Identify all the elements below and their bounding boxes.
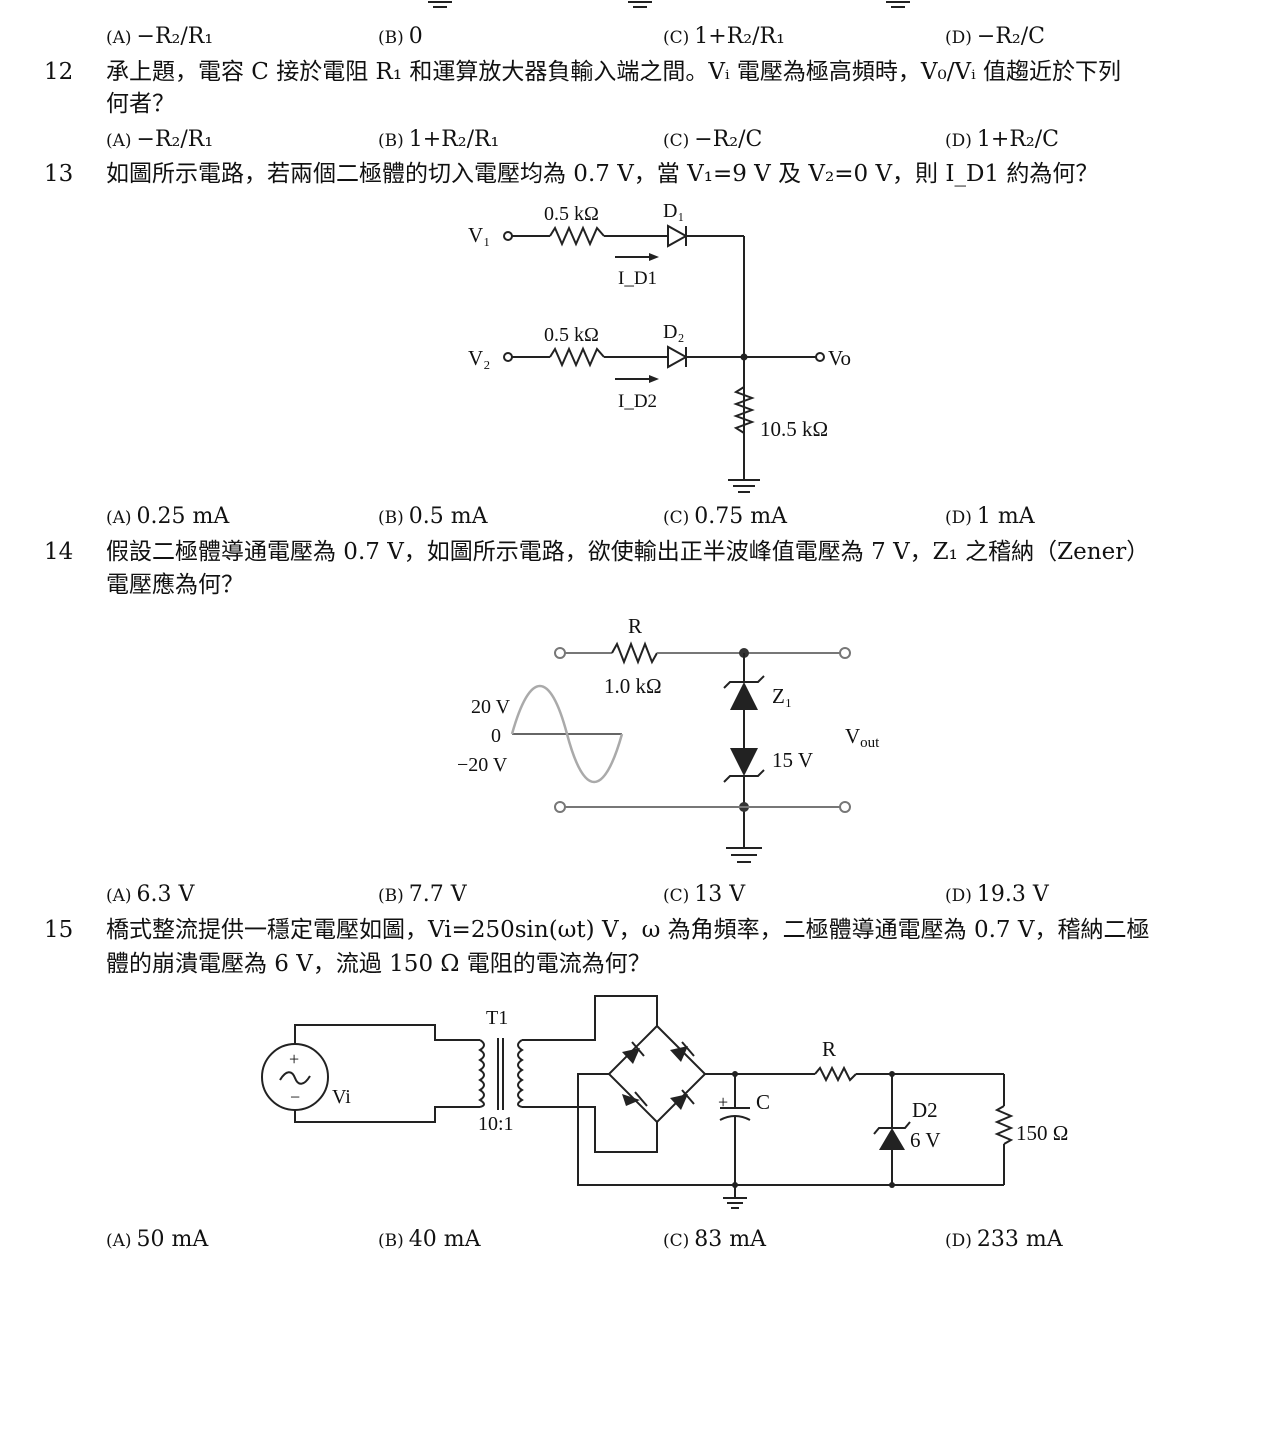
q13-d2-label: D₂	[663, 321, 684, 343]
q12-text-line2: 何者？	[106, 91, 175, 117]
q13-option-c[interactable]: (C)0.75 mA	[663, 504, 788, 529]
q14-number: 14	[44, 539, 74, 565]
q14-option-a[interactable]: (A)6.3 V	[106, 882, 195, 907]
q13-number: 13	[44, 161, 74, 187]
q14-zener-z1	[723, 675, 765, 710]
q15-cap-label: C	[756, 1090, 770, 1114]
q15-r-label: R	[822, 1037, 836, 1061]
q15-option-a[interactable]: (A)50 mA	[106, 1227, 209, 1252]
q15-load-label: 150 Ω	[1016, 1121, 1068, 1145]
q13-id2-label: I_D2	[618, 391, 657, 412]
q15-d2-value: 6 V	[910, 1128, 941, 1152]
q14-amp-pos: 20 V	[471, 696, 511, 718]
q13-v1-terminal	[503, 231, 513, 241]
q14-vout-label: Vout	[845, 724, 880, 751]
q13-vo-label: Vo	[828, 346, 851, 370]
q13-resistor-2	[549, 346, 605, 368]
q13-current-arrow-2	[615, 375, 659, 383]
q13-diode-d2	[667, 345, 689, 369]
q13-v2-label: V₂	[468, 346, 491, 370]
q13-diode-d1	[667, 224, 689, 248]
q15-circuit-diagram: + − Vi T1 10:1 + C	[261, 995, 1068, 1209]
q15-number: 15	[44, 917, 74, 943]
q11-option-a[interactable]: (A)−R₂/R₁	[106, 24, 214, 49]
svg-text:+: +	[289, 1049, 299, 1069]
q14-output-terminal-top	[839, 647, 851, 659]
q13-text-line1: 如圖所示電路，若兩個二極體的切入電壓均為 0.7 V，當 V₁=9 V 及 V₂…	[106, 161, 1099, 187]
q15-ac-source: + −	[261, 1043, 329, 1111]
q14-resistor-r	[611, 641, 658, 665]
q14-output-terminal-bottom	[839, 801, 851, 813]
q15-ratio-label: 10:1	[478, 1113, 514, 1135]
q13-circuit-diagram: V₁ 0.5 kΩ D₁ I_D1 V₂ 0.5 kΩ D₂ Vo I_D2 1…	[468, 200, 851, 493]
q15-text-line2: 體的崩潰電壓為 6 V，流過 150 Ω 電阻的電流為何？	[106, 951, 651, 977]
q14-input-terminal-top	[554, 647, 566, 659]
q12-option-a[interactable]: (A)−R₂/R₁	[106, 127, 214, 152]
q13-id1-label: I_D1	[618, 268, 657, 289]
q12-text-line1: 承上題，電容 C 接於電阻 R₁ 和運算放大器負輸入端之間。Vᵢ 電壓為極高頻時…	[106, 59, 1122, 85]
q12-option-b[interactable]: (B)1+R₂/R₁	[378, 127, 500, 152]
q15-resistor-load	[994, 1105, 1014, 1145]
q13-v1-label: V₁	[468, 223, 491, 247]
q13-option-b[interactable]: (B)0.5 mA	[378, 504, 488, 529]
q11-option-b[interactable]: (B)0	[378, 24, 423, 49]
q15-ground-symbol	[723, 1197, 747, 1209]
q13-resistor-1	[549, 225, 605, 247]
q13-option-d[interactable]: (D)1 mA	[945, 504, 1035, 529]
q13-rl-label: 10.5 kΩ	[760, 417, 828, 441]
q13-r2-label: 0.5 kΩ	[544, 324, 599, 346]
q13-v2-terminal	[503, 352, 513, 362]
q14-r-value: 1.0 kΩ	[604, 674, 662, 698]
q15-cap-plus: +	[718, 1092, 728, 1112]
q15-bridge-rectifier	[607, 1025, 707, 1124]
q14-r-label: R	[628, 614, 642, 638]
q15-transformer-t1	[478, 1038, 524, 1110]
q11-option-d[interactable]: (D)−R₂/C	[945, 24, 1045, 49]
svg-text:−: −	[290, 1087, 300, 1107]
q15-d2-label: D2	[912, 1098, 938, 1122]
q14-option-b[interactable]: (B)7.7 V	[378, 882, 467, 907]
q13-option-a[interactable]: (A)0.25 mA	[106, 504, 230, 529]
q13-vo-terminal	[815, 352, 825, 362]
prev-figure-ground-symbols	[428, 1, 910, 8]
q15-vi-label: Vi	[332, 1086, 351, 1108]
q15-option-b[interactable]: (B)40 mA	[378, 1227, 481, 1252]
q14-text-line1: 假設二極體導通電壓為 0.7 V，如圖所示電路，欲使輸出正半波峰值電壓為 7 V…	[106, 539, 1150, 565]
q14-z2-value: 15 V	[772, 748, 813, 772]
q15-option-d[interactable]: (D)233 mA	[945, 1227, 1063, 1252]
q12-option-c[interactable]: (C)−R₂/C	[663, 127, 763, 152]
q11-option-c[interactable]: (C)1+R₂/R₁	[663, 24, 785, 49]
q14-sine-waveform	[510, 685, 624, 783]
q13-d1-label: D₁	[663, 200, 684, 222]
q15-node-cap-top	[732, 1071, 738, 1077]
q14-option-c[interactable]: (C)13 V	[663, 882, 746, 907]
q15-t1-label: T1	[486, 1007, 508, 1029]
q14-ground-symbol	[726, 847, 762, 863]
q15-option-c[interactable]: (C)83 mA	[663, 1227, 767, 1252]
q13-ground-symbol	[728, 479, 760, 493]
q13-current-arrow-1	[615, 253, 659, 261]
q15-text-line1: 橋式整流提供一穩定電壓如圖，Vi=250sin(ωt) V，ω 為角頻率，二極體…	[106, 917, 1150, 943]
q12-option-d[interactable]: (D)1+R₂/C	[945, 127, 1059, 152]
q14-text-line2: 電壓應為何？	[106, 572, 244, 598]
q14-amp-zero: 0	[491, 725, 501, 747]
q14-circuit-diagram: R 1.0 kΩ Z₁ 15 V Vout 20 V 0 −20 V	[457, 614, 880, 863]
q14-amp-neg: −20 V	[457, 754, 508, 776]
q14-option-d[interactable]: (D)19.3 V	[945, 882, 1049, 907]
q15-resistor-r	[814, 1065, 857, 1083]
q15-zener-d2	[873, 1074, 911, 1185]
q12-number: 12	[44, 59, 74, 85]
q14-input-terminal-bottom	[554, 801, 566, 813]
q13-r1-label: 0.5 kΩ	[544, 203, 599, 225]
q14-z1-label: Z₁	[772, 684, 792, 708]
q13-node	[740, 353, 748, 361]
q13-resistor-load	[733, 386, 755, 434]
